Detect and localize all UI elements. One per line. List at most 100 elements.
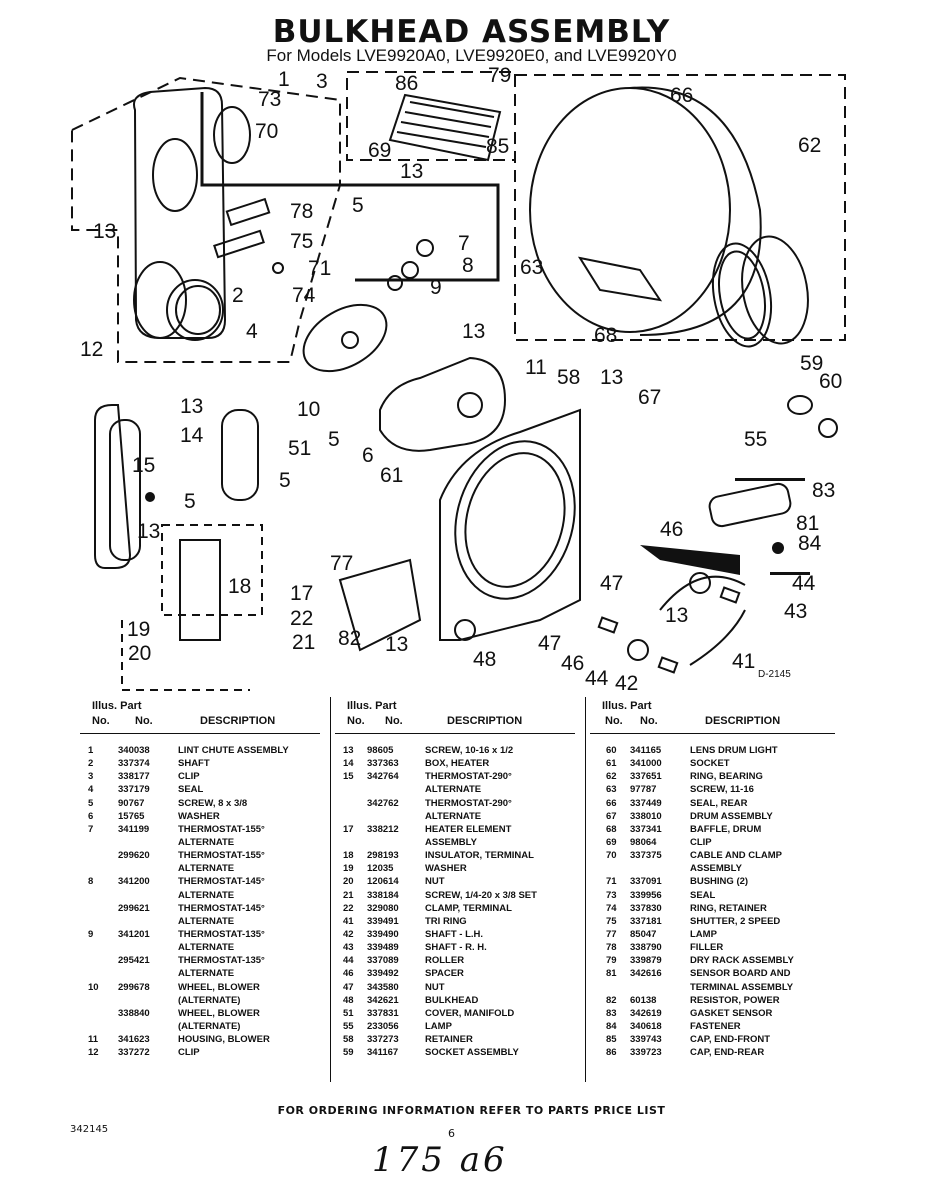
handwritten-note: 175 a6 — [372, 1140, 508, 1180]
description-cell: LAMP — [425, 1020, 452, 1032]
part-no-cell: 120614 — [367, 876, 399, 888]
illus-no-cell: 83 — [606, 1007, 617, 1019]
part-no-cell: 342762 — [367, 797, 399, 809]
part-no-cell: 342619 — [630, 1007, 662, 1019]
description-cell: HEATER ELEMENT — [425, 823, 512, 835]
callout-78: 78 — [290, 200, 313, 223]
callout-73: 73 — [258, 88, 281, 111]
description-cell: CLIP — [690, 836, 712, 848]
description-cell: THERMOSTAT-135° — [178, 955, 265, 967]
part-no-cell: 340618 — [630, 1020, 662, 1032]
part-no-cell: 338840 — [118, 1007, 150, 1019]
callout-86: 86 — [395, 72, 418, 95]
illus-no-cell: 10 — [88, 981, 99, 993]
callout-62: 62 — [798, 134, 821, 157]
callout-4: 4 — [246, 320, 258, 343]
part-no-cell: 12035 — [367, 863, 394, 875]
part-no-cell: 339492 — [367, 968, 399, 980]
part-no-cell: 337449 — [630, 797, 662, 809]
description-cell: WHEEL, BLOWER — [178, 981, 260, 993]
part-no-cell: 342764 — [367, 771, 399, 783]
part-no-cell: 342621 — [367, 994, 399, 1006]
description-cell: (ALTERNATE) — [178, 994, 241, 1006]
description-cell: ALTERNATE — [178, 915, 235, 927]
description-cell: ALTERNATE — [178, 836, 235, 848]
description-cell: COVER, MANIFOLD — [425, 1007, 515, 1019]
callout-84: 84 — [798, 532, 822, 555]
illus-no-cell: 55 — [343, 1020, 354, 1032]
callout-42: 42 — [615, 672, 638, 695]
description-cell: NUT — [425, 876, 445, 888]
part-no-cell: 339490 — [367, 928, 399, 940]
callout-13: 13 — [400, 160, 423, 183]
callout-48: 48 — [473, 648, 496, 671]
callout-15: 15 — [132, 454, 155, 477]
callout-7: 7 — [458, 232, 470, 255]
illus-no-cell: 7 — [88, 823, 94, 835]
callout-69: 69 — [368, 139, 391, 162]
description-cell: WASHER — [178, 810, 220, 822]
description-cell: (ALTERNATE) — [178, 1020, 241, 1032]
description-cell: SHAFT - L.H. — [425, 928, 484, 940]
callout-66: 66 — [670, 84, 693, 107]
description-cell: THERMOSTAT-135° — [178, 928, 265, 940]
callout-60: 60 — [819, 370, 842, 393]
part-no-cell: 341623 — [118, 1034, 150, 1046]
illus-no-cell: 70 — [606, 850, 617, 862]
part-no-cell: 85047 — [630, 928, 657, 940]
callout-14: 14 — [180, 424, 204, 447]
description-cell: ALTERNATE — [178, 968, 235, 980]
header-description: DESCRIPTION — [447, 715, 523, 727]
callout-74: 74 — [292, 284, 316, 307]
illus-no-cell: 69 — [606, 836, 617, 848]
callout-61: 61 — [380, 464, 403, 487]
description-cell: SEAL — [690, 889, 716, 901]
callout-20: 20 — [128, 642, 151, 665]
description-cell: THERMOSTAT-155° — [178, 850, 265, 862]
description-cell: TRI RING — [425, 915, 467, 927]
part-no-cell: 98064 — [630, 836, 657, 848]
part-no-cell: 337651 — [630, 771, 662, 783]
callout-85: 85 — [486, 135, 509, 158]
illus-no-cell: 1 — [88, 745, 94, 756]
description-cell: LENS DRUM LIGHT — [690, 745, 778, 756]
part-no-cell: 339491 — [367, 915, 399, 927]
callout-13: 13 — [93, 220, 116, 243]
part-no-cell: 97787 — [630, 784, 657, 796]
illus-no-cell: 51 — [343, 1007, 354, 1019]
description-cell: INSULATOR, TERMINAL — [425, 850, 534, 862]
part-no-cell: 340038 — [118, 745, 150, 756]
callout-83: 83 — [812, 479, 835, 502]
part-no-cell: 337272 — [118, 1047, 150, 1059]
illus-no-cell: 85 — [606, 1034, 617, 1046]
header-illus-part: Illus. Part — [602, 700, 652, 712]
ordering-footer: FOR ORDERING INFORMATION REFER TO PARTS … — [277, 1104, 666, 1117]
description-cell: SCREW, 1/4-20 x 3/8 SET — [425, 889, 537, 901]
illus-no-cell: 9 — [88, 928, 94, 940]
part-no-cell: 337091 — [630, 876, 662, 888]
callout-55: 55 — [744, 428, 767, 451]
illus-no-cell: 59 — [343, 1047, 354, 1059]
description-cell: WASHER — [425, 863, 467, 875]
illus-no-cell: 81 — [606, 968, 617, 980]
part-no-cell: 339879 — [630, 955, 662, 967]
illus-no-cell: 71 — [606, 876, 617, 888]
description-cell: WHEEL, BLOWER — [178, 1007, 260, 1019]
description-cell: SHUTTER, 2 SPEED — [690, 915, 781, 927]
illus-no-cell: 68 — [606, 823, 617, 835]
description-cell: SCREW, 11-16 — [690, 784, 754, 796]
header-no: No. — [92, 715, 110, 727]
callout-43: 43 — [784, 600, 807, 623]
illus-no-cell: 12 — [88, 1047, 99, 1059]
description-cell: SCREW, 10-16 x 1/2 — [425, 745, 514, 756]
callout-59: 59 — [800, 352, 823, 375]
callout-13: 13 — [665, 604, 688, 627]
callout-10: 10 — [297, 398, 320, 421]
part-no-cell: 299678 — [118, 981, 150, 993]
description-cell: SHAFT - R. H. — [425, 942, 487, 954]
header-description: DESCRIPTION — [200, 715, 276, 727]
illus-no-cell: 17 — [343, 823, 354, 835]
part-no-cell: 338212 — [367, 823, 399, 835]
